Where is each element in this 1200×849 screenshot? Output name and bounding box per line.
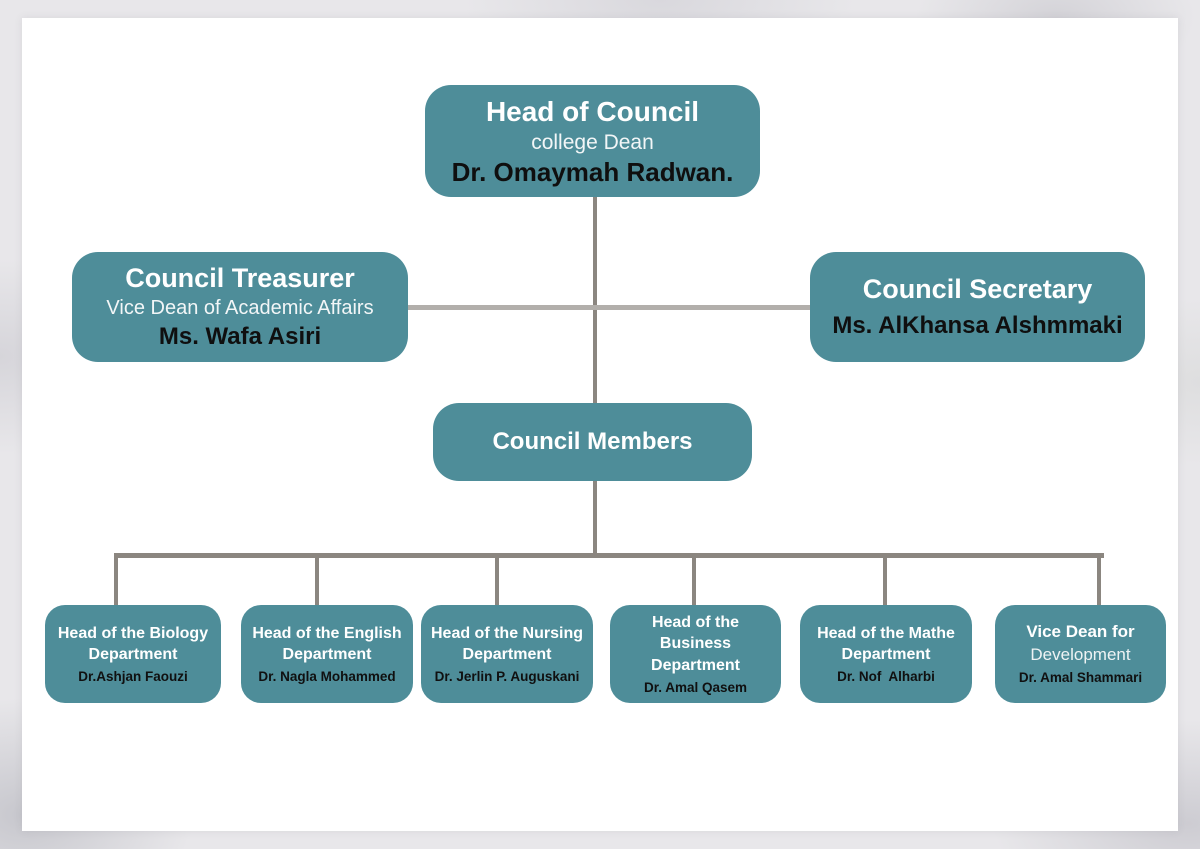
node-person-name: Dr. Amal Shammari (1018, 670, 1143, 686)
node-title: Head of the Nursing Department (430, 624, 583, 664)
org-chart-canvas: Head of Council college Dean Dr. Omaymah… (22, 18, 1178, 831)
node-title: Head of Council (485, 95, 700, 127)
node-subtitle: Development (1030, 645, 1131, 665)
node-council-secretary: Council Secretary Ms. AlKhansa Alshmmaki (810, 252, 1145, 362)
node-head-of-council: Head of Council college Dean Dr. Omaymah… (425, 85, 760, 197)
node-english-department: Head of the English Department Dr. Nagla… (241, 605, 413, 703)
connector-head-to-members (593, 197, 597, 403)
node-title: Head of the Business Department (651, 613, 740, 675)
node-biology-department: Head of the Biology Department Dr.Ashjan… (45, 605, 221, 703)
connector-drop-vice-dean (1097, 556, 1101, 605)
node-subtitle: Vice Dean of Academic Affairs (106, 297, 374, 320)
node-subtitle: college Dean (531, 130, 654, 154)
node-council-treasurer: Council Treasurer Vice Dean of Academic … (72, 252, 408, 362)
node-title: Head of the Mathe Department (817, 624, 955, 664)
node-person-name: Dr. Nof Alharbi (837, 668, 935, 684)
node-person-name: Ms. AlKhansa Alshmmaki (832, 312, 1123, 340)
node-title: Head of the English Department (252, 624, 402, 664)
node-mathe-department: Head of the Mathe Department Dr. Nof Alh… (800, 605, 972, 703)
connector-members-to-distribution (593, 481, 597, 558)
connector-drop-english (315, 556, 319, 605)
connector-drop-business (692, 556, 696, 605)
node-vice-dean-development: Vice Dean for Development Dr. Amal Shamm… (995, 605, 1166, 703)
node-title: Council Secretary (862, 273, 1093, 304)
connector-drop-mathe (883, 556, 887, 605)
node-nursing-department: Head of the Nursing Department Dr. Jerli… (421, 605, 593, 703)
node-title: Council Treasurer (125, 262, 355, 293)
connector-treasurer-to-secretary (408, 305, 810, 310)
node-person-name: Dr.Ashjan Faouzi (78, 668, 188, 684)
connector-distribution-bar (114, 553, 1104, 558)
node-title: Vice Dean for (1026, 622, 1135, 642)
node-person-name: Dr. Amal Qasem (643, 679, 748, 695)
node-person-name: Dr. Jerlin P. Auguskani (434, 668, 580, 684)
node-person-name: Ms. Wafa Asiri (158, 323, 322, 351)
node-council-members: Council Members (433, 403, 752, 481)
node-person-name: Dr. Nagla Mohammed (258, 668, 396, 684)
connector-drop-nursing (495, 556, 499, 605)
node-title: Head of the Biology Department (57, 624, 209, 664)
node-title: Council Members (492, 428, 693, 455)
node-business-department: Head of the Business Department Dr. Amal… (610, 605, 781, 703)
node-person-name: Dr. Omaymah Radwan. (451, 156, 734, 187)
connector-drop-biology (114, 556, 118, 605)
